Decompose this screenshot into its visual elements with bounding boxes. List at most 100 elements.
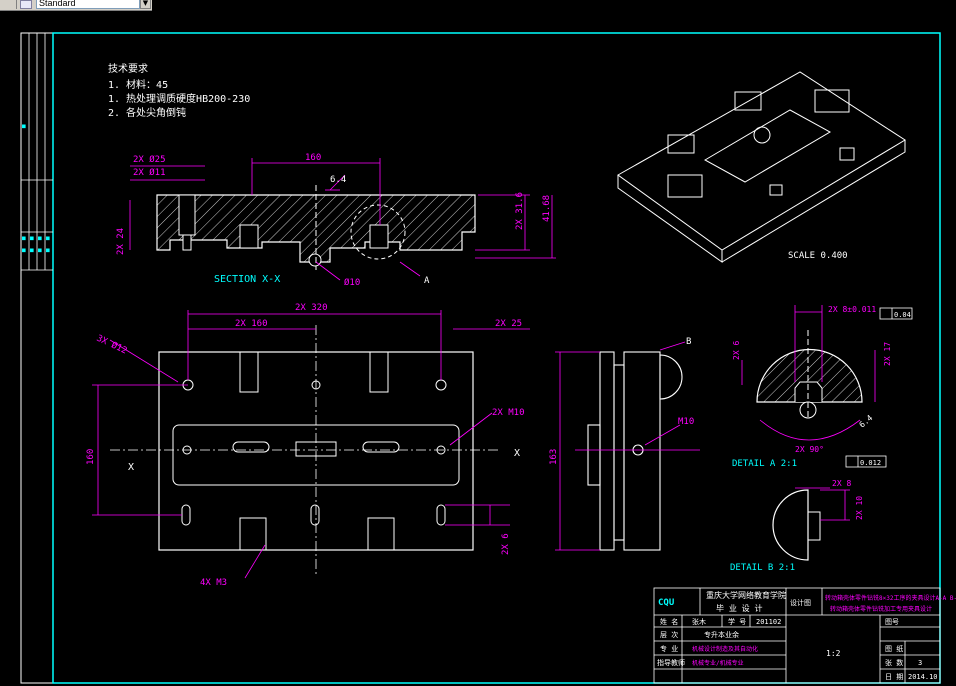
- section-mark-right: X: [514, 448, 520, 459]
- detail-a-callout: A: [424, 276, 430, 286]
- svg-text:2X 25: 2X 25: [495, 319, 522, 329]
- section-view: 2X Ø25 2X Ø11 160 2X 24 2X 31.6 41.68 Ø1…: [116, 153, 556, 288]
- section-mark-left: X: [128, 462, 134, 473]
- svg-text:41.68: 41.68: [542, 195, 552, 222]
- iso-block-4: [667, 174, 703, 198]
- notes-line2: 1. 热处理调质硬度HB200-230: [108, 92, 250, 105]
- detail-a-caption: DETAIL A 2:1: [732, 459, 797, 469]
- svg-text:M10: M10: [678, 417, 694, 427]
- svg-text:2X 90°: 2X 90°: [795, 445, 824, 454]
- slot-left: [239, 224, 259, 249]
- svg-text:2X 17: 2X 17: [883, 342, 892, 366]
- plan-center-lines: [110, 325, 500, 575]
- svg-text:图号: 图号: [885, 618, 899, 626]
- detail-b: 2X 8 2X 10 DETAIL B 2:1: [730, 479, 864, 573]
- notes-line3: 2. 各处尖角倒钝: [108, 106, 186, 119]
- detail-b-caption: DETAIL B 2:1: [730, 563, 795, 573]
- svg-text:2X 160: 2X 160: [235, 319, 268, 329]
- style-combo[interactable]: Standard: [36, 0, 140, 9]
- svg-text:专 业: 专 业: [660, 644, 678, 653]
- svg-text:6.4: 6.4: [858, 413, 875, 429]
- plan-oblong-1: [232, 441, 270, 453]
- svg-text:图 纸: 图 纸: [885, 644, 903, 653]
- svg-text:姓 名: 姓 名: [660, 617, 678, 626]
- svg-text:■: ■: [30, 235, 34, 242]
- svg-text:学 号: 学 号: [728, 617, 746, 626]
- iso-right-side: [721, 140, 906, 263]
- svg-text:2X Ø25: 2X Ø25: [133, 154, 166, 165]
- svg-text:2014.10: 2014.10: [908, 673, 938, 681]
- slot-right: [369, 224, 389, 249]
- svg-text:专升本业余: 专升本业余: [704, 630, 739, 639]
- svg-text:3X Ø12: 3X Ø12: [95, 333, 129, 357]
- section-dim-text: 2X Ø25 2X Ø11 160 2X 24 2X 31.6 41.68 Ø1…: [116, 153, 552, 288]
- svg-text:■: ■: [38, 235, 42, 242]
- svg-text:163: 163: [549, 449, 559, 465]
- iso-pivot: [753, 126, 771, 144]
- section-dim-lines: [129, 158, 556, 281]
- svg-text:3: 3: [918, 659, 922, 667]
- plan-pocket-3: [239, 517, 267, 551]
- svg-text:张木: 张木: [692, 617, 706, 626]
- iso-block-3: [814, 89, 850, 113]
- left-margin-strip: [21, 33, 53, 271]
- svg-text:■: ■: [22, 123, 26, 130]
- svg-text:201102: 201102: [756, 618, 781, 626]
- text-style-icon[interactable]: [20, 0, 32, 9]
- iso-center-slot: [703, 109, 832, 183]
- plan-oblong-2: [362, 441, 400, 453]
- svg-text:2X 8: 2X 8: [832, 479, 851, 488]
- svg-text:毕 业 设 计: 毕 业 设 计: [716, 603, 762, 613]
- iso-left-side: [617, 175, 723, 263]
- side-view: 163 M10 B: [549, 337, 700, 551]
- svg-text:■: ■: [38, 247, 42, 254]
- svg-text:■: ■: [22, 247, 26, 254]
- svg-text:日 期: 日 期: [885, 673, 903, 681]
- layer-icon[interactable]: [2, 0, 17, 9]
- svg-text:160: 160: [305, 153, 321, 163]
- drawing-frame: [52, 32, 941, 684]
- svg-text:■: ■: [46, 247, 50, 254]
- plan-pocket-4: [367, 517, 395, 551]
- iso-caption: SCALE 0.400: [788, 251, 848, 261]
- svg-text:■: ■: [22, 235, 26, 242]
- svg-text:机械专业/机械专业: 机械专业/机械专业: [692, 659, 744, 667]
- iso-small-block-2: [839, 147, 855, 161]
- toolbar: Standard ▼: [0, 0, 152, 11]
- iso-block-1: [734, 91, 762, 111]
- svg-text:4X M3: 4X M3: [200, 578, 227, 588]
- section-caption: SECTION X-X: [214, 274, 280, 285]
- iso-block-2: [667, 134, 695, 154]
- detail-b-callout: B: [686, 337, 691, 347]
- notes-line1: 1. 材料：45: [108, 78, 168, 91]
- detail-a: 2X 8±0.011 2X 6 2X 17 2X 90° 0.04 0.012 …: [732, 305, 913, 469]
- svg-text:2X 8±0.011: 2X 8±0.011: [828, 305, 876, 314]
- svg-text:2X 24: 2X 24: [116, 228, 126, 255]
- plan-pocket-1: [239, 351, 259, 393]
- svg-text:重庆大学网络教育学院: 重庆大学网络教育学院: [706, 590, 786, 600]
- counterbore-hole: [178, 194, 196, 236]
- svg-text:2X 6: 2X 6: [732, 341, 741, 360]
- technical-notes: 技术要求 1. 材料：45 1. 热处理调质硬度HB200-230 2. 各处尖…: [108, 62, 250, 119]
- svg-text:1:2: 1:2: [826, 649, 841, 658]
- svg-text:张 数: 张 数: [885, 658, 903, 667]
- svg-text:2X 6: 2X 6: [501, 533, 511, 555]
- plan-dim-lines: [92, 310, 530, 579]
- plan-view: 2X 320 2X 160 2X 25 3X Ø12 160 2X M10 2X…: [86, 303, 530, 588]
- svg-text:2X 320: 2X 320: [295, 303, 328, 313]
- svg-text:0.04: 0.04: [894, 311, 911, 319]
- svg-text:2X 10: 2X 10: [855, 496, 864, 520]
- svg-text:转动箱壳体零件钻铣加工专用夹具设计: 转动箱壳体零件钻铣加工专用夹具设计: [830, 605, 932, 613]
- svg-text:0.012: 0.012: [860, 459, 881, 467]
- svg-text:Ø10: Ø10: [344, 277, 360, 288]
- title-block: CQU 重庆大学网络教育学院 毕 业 设 计 设计图 转动箱壳体零件钻铣8×32…: [653, 587, 956, 684]
- iso-small-block-1: [769, 184, 783, 196]
- plan-pocket-2: [369, 351, 389, 393]
- svg-text:指导教师: 指导教师: [657, 658, 685, 667]
- left-margin-labels: ■ ■■■■ ■■■■: [22, 123, 50, 254]
- iso-view: [617, 71, 906, 263]
- logo: CQU: [658, 598, 674, 608]
- dropdown-arrow-icon[interactable]: ▼: [140, 0, 151, 9]
- detail-a-circle: [350, 204, 406, 260]
